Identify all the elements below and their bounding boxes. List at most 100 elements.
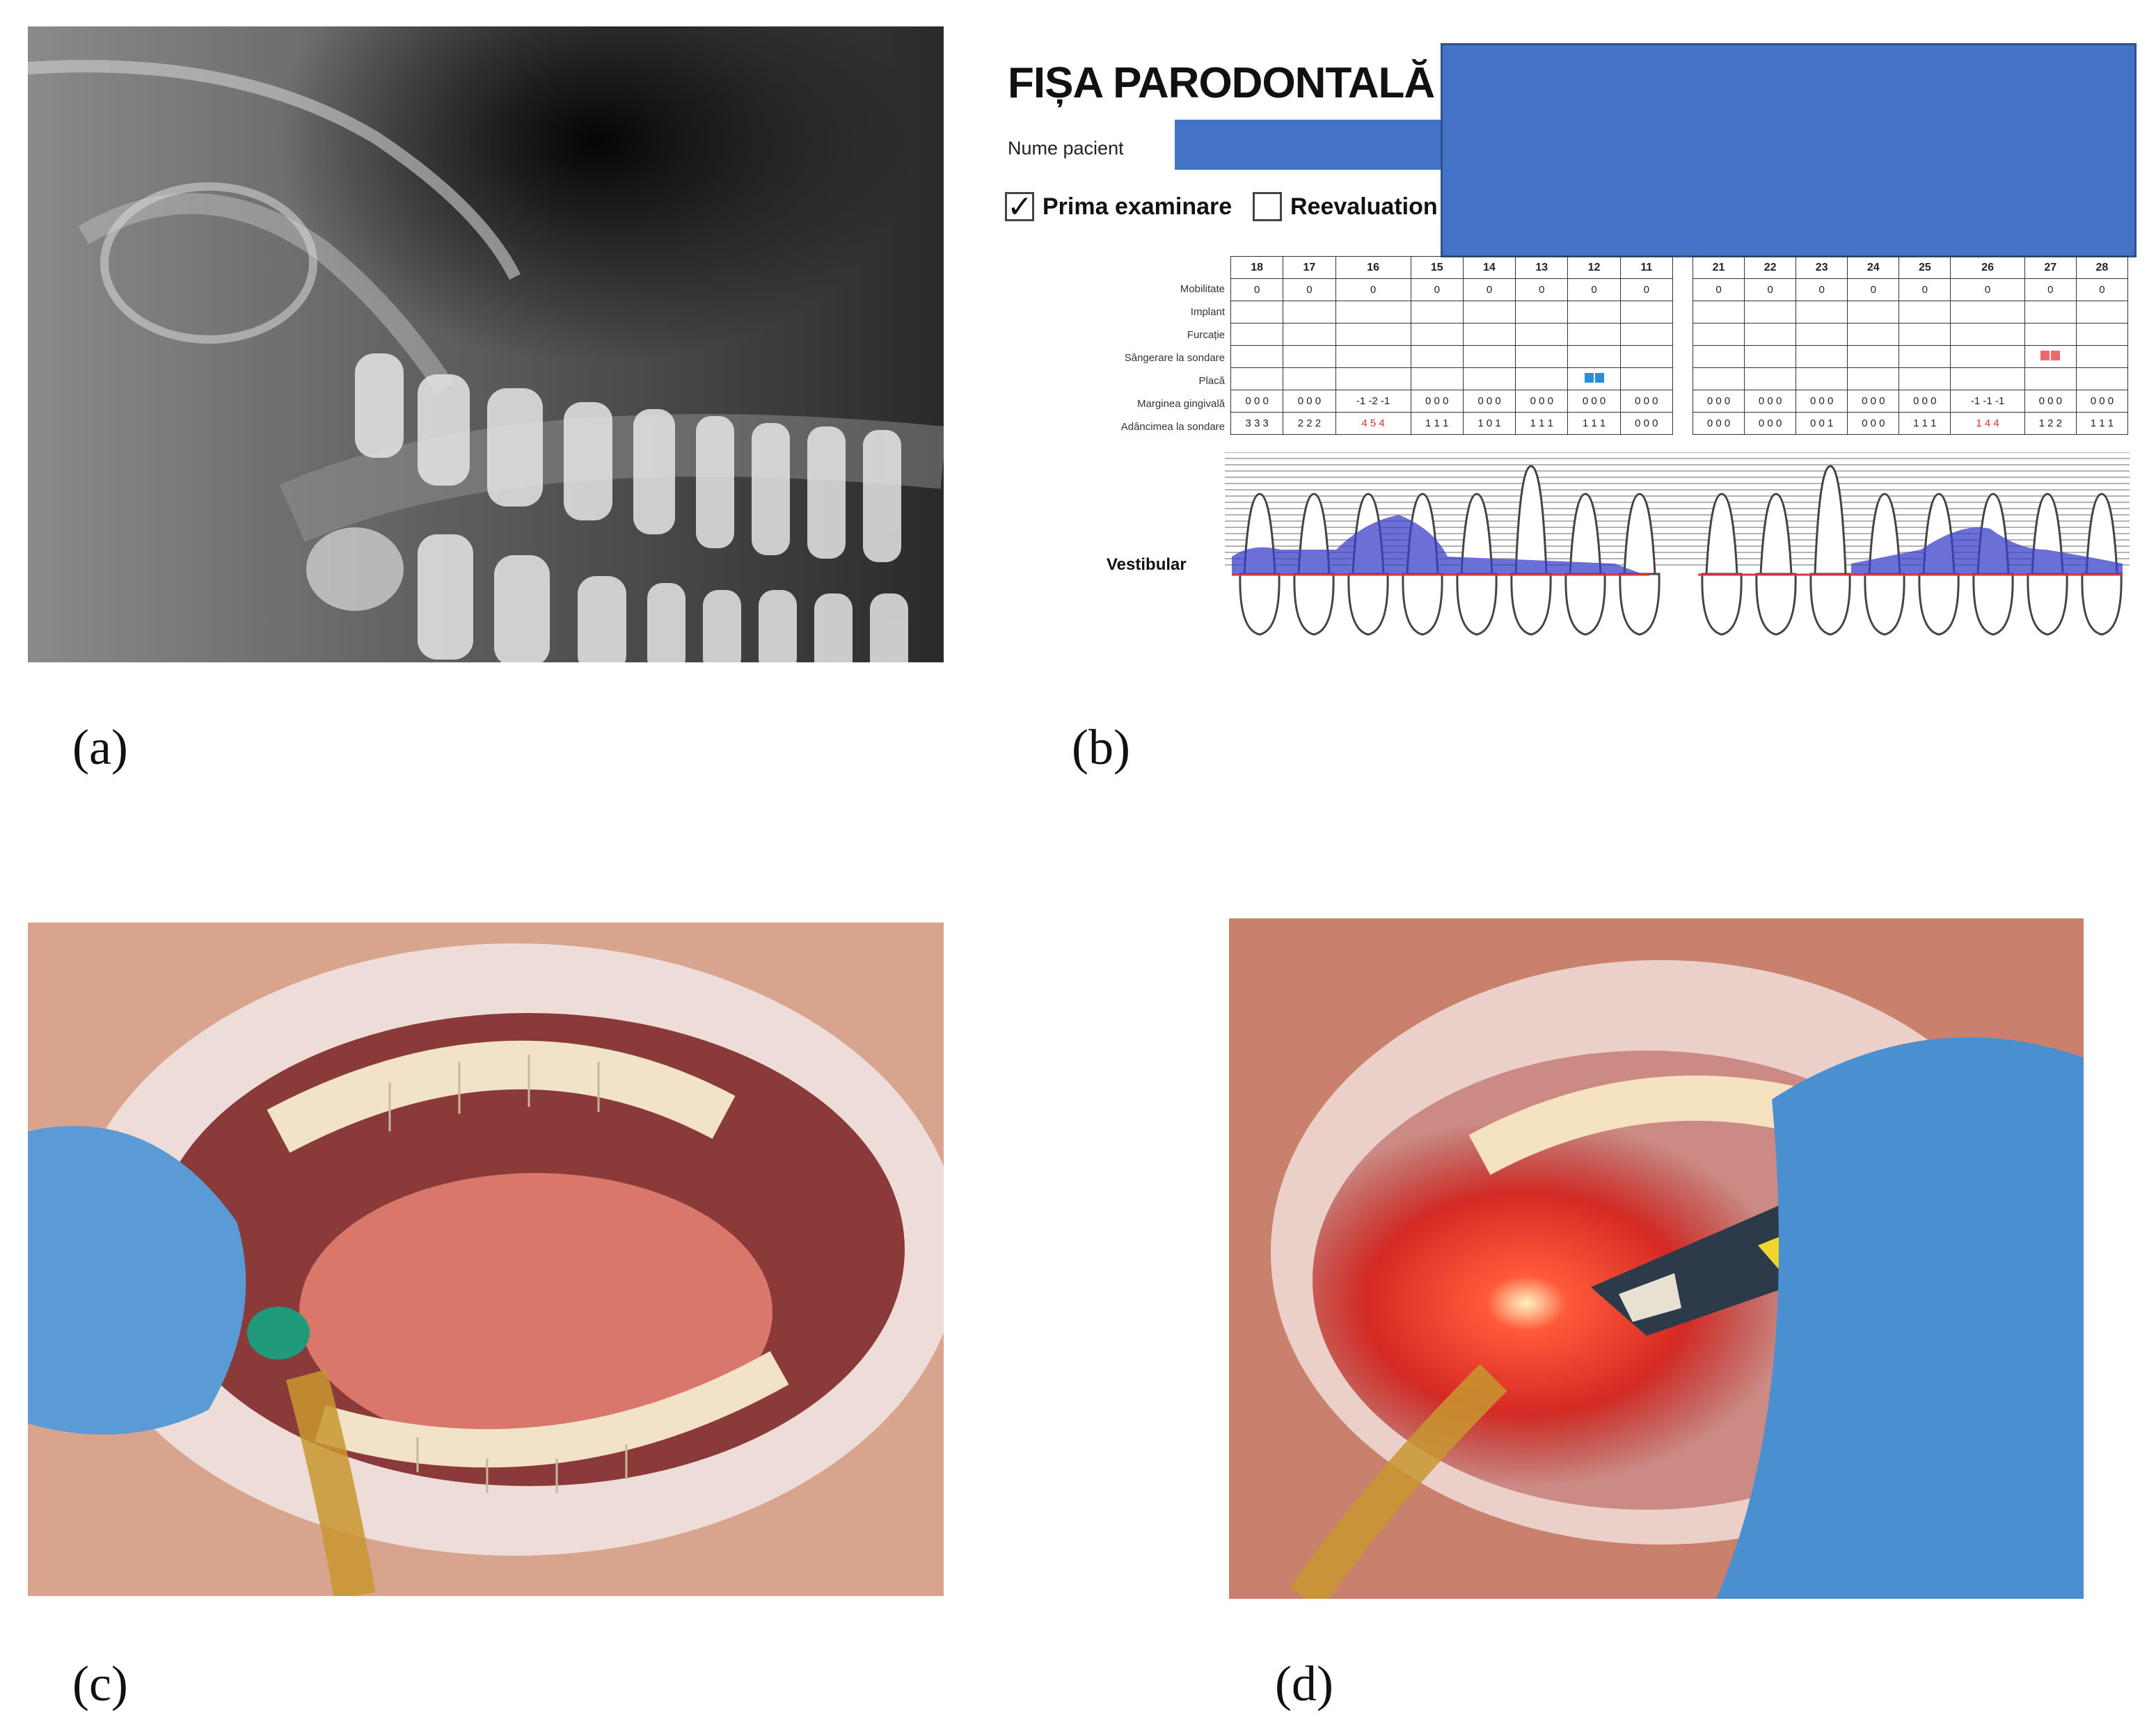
chart-cell [2024, 301, 2077, 324]
chart-cell: 0 0 0 [1692, 390, 1745, 413]
bleeding-marker [2051, 350, 2061, 360]
chart-cell [1335, 367, 1411, 390]
caption-b: (b) [1072, 719, 1130, 775]
chart-cell [1515, 323, 1569, 346]
chart-cell [2024, 367, 2077, 390]
plaque-marker [1594, 372, 1604, 383]
row-label: Implant [1190, 306, 1225, 318]
chart-cell [1462, 301, 1516, 324]
row-label: Marginea gingivală [1137, 398, 1225, 410]
chart-cell [1567, 301, 1621, 324]
photo-laser-application [1229, 918, 2084, 1599]
chart-cell [1462, 367, 1516, 390]
chart-cell: 0 [1567, 278, 1621, 301]
bleeding-marker [2040, 350, 2050, 360]
chart-cell [1619, 323, 1674, 346]
chart-cell [1335, 323, 1411, 346]
chart-cell: -1 -1 -1 [1950, 390, 2025, 413]
chart-cell [1515, 345, 1569, 368]
tooth-number: 21 [1692, 256, 1745, 279]
first-exam-checkbox[interactable]: ✓ [1005, 192, 1034, 223]
chart-cell: 0 [1335, 278, 1411, 301]
chart-cell: 0 0 0 [1899, 390, 1951, 413]
row-label: Sângerare la sondare [1124, 352, 1225, 364]
chart-cell: 0 0 0 [1619, 390, 1674, 413]
chart-cell: 0 0 0 [1462, 390, 1516, 413]
photo-dye-application [28, 923, 944, 1596]
patient-name-label: Nume pacient [1008, 138, 1124, 159]
chart-cell [1567, 367, 1621, 390]
chart-cell [1283, 323, 1336, 346]
chart-cell [1744, 323, 1797, 346]
row-label: Adâncimea la sondare [1120, 421, 1225, 433]
chart-cell [1567, 345, 1621, 368]
chart-cell [2075, 323, 2129, 346]
tooth-number: 13 [1515, 256, 1569, 279]
tooth-number: 24 [1847, 256, 1900, 279]
chart-cell [1692, 323, 1745, 346]
chart-cell [1230, 301, 1284, 324]
chart-cell: 0 0 1 [1796, 412, 1848, 435]
chart-cell [1847, 301, 1900, 324]
chart-cell [1230, 345, 1284, 368]
chart-cell [1744, 301, 1797, 324]
chart-cell: 0 [1950, 278, 2025, 301]
chart-cell [1283, 345, 1336, 368]
chart-cell: 0 [1462, 278, 1516, 301]
vestibular-label: Vestibular [1107, 555, 1187, 574]
tooth-number: 25 [1899, 256, 1951, 279]
chart-cell: 0 0 0 [1692, 412, 1745, 435]
chart-cell [1410, 323, 1464, 346]
chart-cell [1950, 345, 2025, 368]
chart-cell [1899, 367, 1951, 390]
chart-cell [1283, 301, 1336, 324]
teeth-diagram [1225, 452, 2130, 636]
chart-cell: -1 -2 -1 [1335, 390, 1411, 413]
chart-cell [2075, 367, 2129, 390]
chart-cell: 0 0 0 [1567, 390, 1621, 413]
chart-cell [1796, 323, 1848, 346]
tooth-number: 11 [1619, 256, 1674, 279]
chart-cell [1899, 345, 1951, 368]
tooth-number: 23 [1796, 256, 1848, 279]
chart-cell: 0 [1283, 278, 1336, 301]
reevaluation-checkbox[interactable] [1253, 192, 1282, 221]
chart-cell [1899, 323, 1951, 346]
tooth-number: 15 [1410, 256, 1464, 279]
chart-cell: 0 0 0 [1230, 390, 1284, 413]
chart-cell [1410, 301, 1464, 324]
chart-cell [1796, 367, 1848, 390]
row-label: Placă [1198, 375, 1225, 387]
chart-cell: 0 [2024, 278, 2077, 301]
chart-cell [1796, 345, 1848, 368]
chart-cell: 0 0 0 [1619, 412, 1674, 435]
row-label: Mobilitate [1180, 283, 1225, 295]
tooth-number: 26 [1950, 256, 2025, 279]
chart-cell [1230, 323, 1284, 346]
chart-cell [1335, 345, 1411, 368]
chart-cell [1567, 323, 1621, 346]
chart-cell [1744, 367, 1797, 390]
chart-cell [2075, 345, 2129, 368]
chart-cell: 0 [1619, 278, 1674, 301]
row-label: Furcație [1187, 329, 1225, 341]
chart-cell: 0 [2075, 278, 2129, 301]
chart-cell [1515, 301, 1569, 324]
chart-cell [1744, 345, 1797, 368]
chart-cell: 0 [1410, 278, 1464, 301]
tooth-number: 28 [2075, 256, 2129, 279]
chart-cell: 3 3 3 [1230, 412, 1284, 435]
chart-cell [2075, 301, 2129, 324]
chart-cell: 0 0 0 [1796, 390, 1848, 413]
chart-cell [1230, 367, 1284, 390]
redaction-box [1441, 43, 2137, 257]
tooth-number: 12 [1567, 256, 1621, 279]
tooth-number: 17 [1283, 256, 1336, 279]
chart-cell [1692, 301, 1745, 324]
chart-cell: 0 0 0 [1410, 390, 1464, 413]
chart-cell: 0 [1796, 278, 1848, 301]
plaque-marker [1584, 372, 1594, 383]
chart-cell [1692, 345, 1745, 368]
